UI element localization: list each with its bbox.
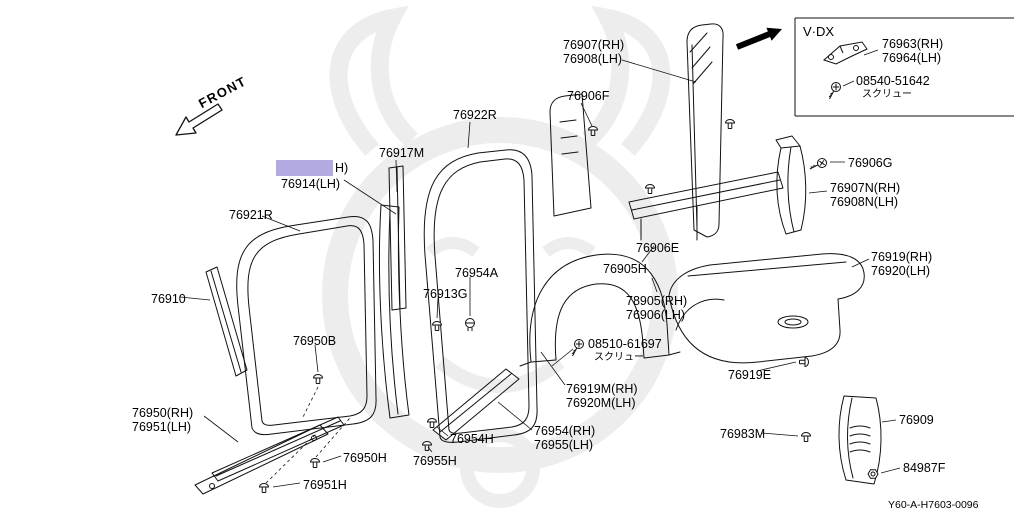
rear-sill-strip [432,368,520,441]
callout-76914[interactable]: 76914(LH) [281,177,341,191]
callout-76954-76955[interactable]: 76954(RH) 76955(LH) [534,424,595,452]
wheelhouse-trim [519,253,681,367]
callout-76954H[interactable]: 76954H [450,432,494,446]
inset-grade-title: V·DX [803,24,835,39]
watermark-logo [322,5,678,508]
highlight-box[interactable] [276,160,333,176]
callout-76922R[interactable]: 76922R [453,108,497,122]
part-number[interactable]: 76951(LH) [132,420,192,434]
callout-76917M[interactable]: 76917M [379,146,425,160]
callout-76954A[interactable]: 76954A [455,266,499,280]
callout-76919E[interactable]: 76919E [728,368,772,382]
inset-bracket-hole [828,54,834,60]
rear-door-welt-inner [433,158,530,434]
kick-plate-2 [211,416,345,482]
part-number[interactable]: 76955(LH) [534,438,594,452]
drawing-code: Y60-A-H7603-0096 [888,499,979,511]
kick-plate-hole [209,483,215,489]
front-arrow-icon [175,103,223,136]
part-number[interactable]: 76963(RH) [882,37,944,51]
callout-76963-76964[interactable]: 76963(RH) 76964(LH) [882,37,943,65]
tall-pillar-trim [686,23,724,238]
callout-76921R[interactable]: 76921R [229,208,273,222]
c-pillar-panel [549,93,592,217]
callout-76950-76951[interactable]: 76950(RH) 76951(LH) [132,406,193,434]
part-number[interactable]: 76906(LH) [626,308,686,322]
front-door-welt-outer [236,215,377,436]
inset-frame [794,17,1014,117]
callout-08510-61697[interactable]: 08510-61697 [588,337,662,351]
pin-icon-pillar-clip [725,119,735,129]
leader-lines-dashed [265,386,351,484]
part-number[interactable]: 78905(RH) [626,294,688,308]
trim-handle-outer [777,315,809,329]
luggage-side-trim [668,253,865,364]
callout-76909[interactable]: 76909 [899,413,934,427]
leader-lines [179,49,901,488]
kick-plate-1 [194,424,329,495]
rear-door-welt-outer [423,149,538,443]
highlighted-label-suffix: H) [335,161,349,175]
screw-icon-08510 [571,339,584,357]
callout-76950H[interactable]: 76950H [343,451,387,465]
trim-handle-inner [784,318,802,326]
inset-bracket-part [823,41,868,65]
callout-76906G[interactable]: 76906G [848,156,893,170]
pin-icon-panel-clip [645,184,655,194]
pin-icon-76950H [310,458,320,468]
part-number[interactable]: 76950(RH) [132,406,194,420]
callout-76950B[interactable]: 76950B [293,334,337,348]
diagram-line-art [194,23,882,495]
part-number[interactable]: 76919(RH) [871,250,933,264]
part-number[interactable]: 76908N(LH) [830,195,899,209]
callout-76906F[interactable]: 76906F [567,89,610,103]
inset-box [794,17,1014,117]
inset-pointer-arrow-icon [735,27,782,50]
part-number[interactable]: 76964(LH) [882,51,942,65]
callout-76905H[interactable]: 76905H [603,262,647,276]
callout-76907N-76908N[interactable]: 76907N(RH) 76908N(LH) [830,181,900,209]
screw-caption: スクリュー [594,352,644,363]
grommet-icon-76919E [799,357,809,367]
part-number[interactable]: 76919M(RH) [566,382,638,396]
callout-84987F[interactable]: 84987F [903,461,946,475]
rear-pillar-finisher [775,135,807,235]
grommet-icon-76954A [465,318,475,332]
callout-76983M[interactable]: 76983M [720,427,766,441]
screw-icon-08540 [828,82,841,100]
lower-trim-76909 [838,395,882,485]
callout-76919M-76920M[interactable]: 76919M(RH) 76920M(LH) [566,382,638,410]
part-number[interactable]: 76907N(RH) [830,181,901,195]
callout-76910[interactable]: 76910 [151,292,186,306]
callout-76907-76908[interactable]: 76907(RH) 76908(LH) [563,38,624,66]
callout-76951H[interactable]: 76951H [303,478,347,492]
callout-08540-51642[interactable]: 08540-51642 [856,74,930,88]
screw-icon-76906G [808,154,829,176]
callout-76906E[interactable]: 76906E [636,241,680,255]
part-number[interactable]: 76920M(LH) [566,396,636,410]
callout-76919-76920[interactable]: 76919(RH) 76920(LH) [871,250,932,278]
garnish-76910 [205,266,248,377]
callout-78905-76906[interactable]: 78905(RH) 76906(LH) [626,294,687,322]
upper-garnish-panel [628,171,784,241]
inset-screw-caption: スクリュー [862,89,912,100]
inset-bracket-hole [853,45,859,51]
pillar-trim-76914 [378,204,410,419]
part-number[interactable]: 76954(RH) [534,424,596,438]
part-number[interactable]: 76920(LH) [871,264,931,278]
callout-76913G[interactable]: 76913G [423,287,468,301]
part-number[interactable]: 76907(RH) [563,38,625,52]
pin-icon-76950B [313,374,323,384]
pin-icon-76951H [259,483,269,493]
nut-icon-84987F [867,469,879,479]
pin-icon-76954H [427,418,437,428]
pin-icon-76983M [801,432,811,442]
front-door-welt-inner [247,225,368,426]
callout-76955H[interactable]: 76955H [413,454,457,468]
part-number[interactable]: 76908(LH) [563,52,623,66]
